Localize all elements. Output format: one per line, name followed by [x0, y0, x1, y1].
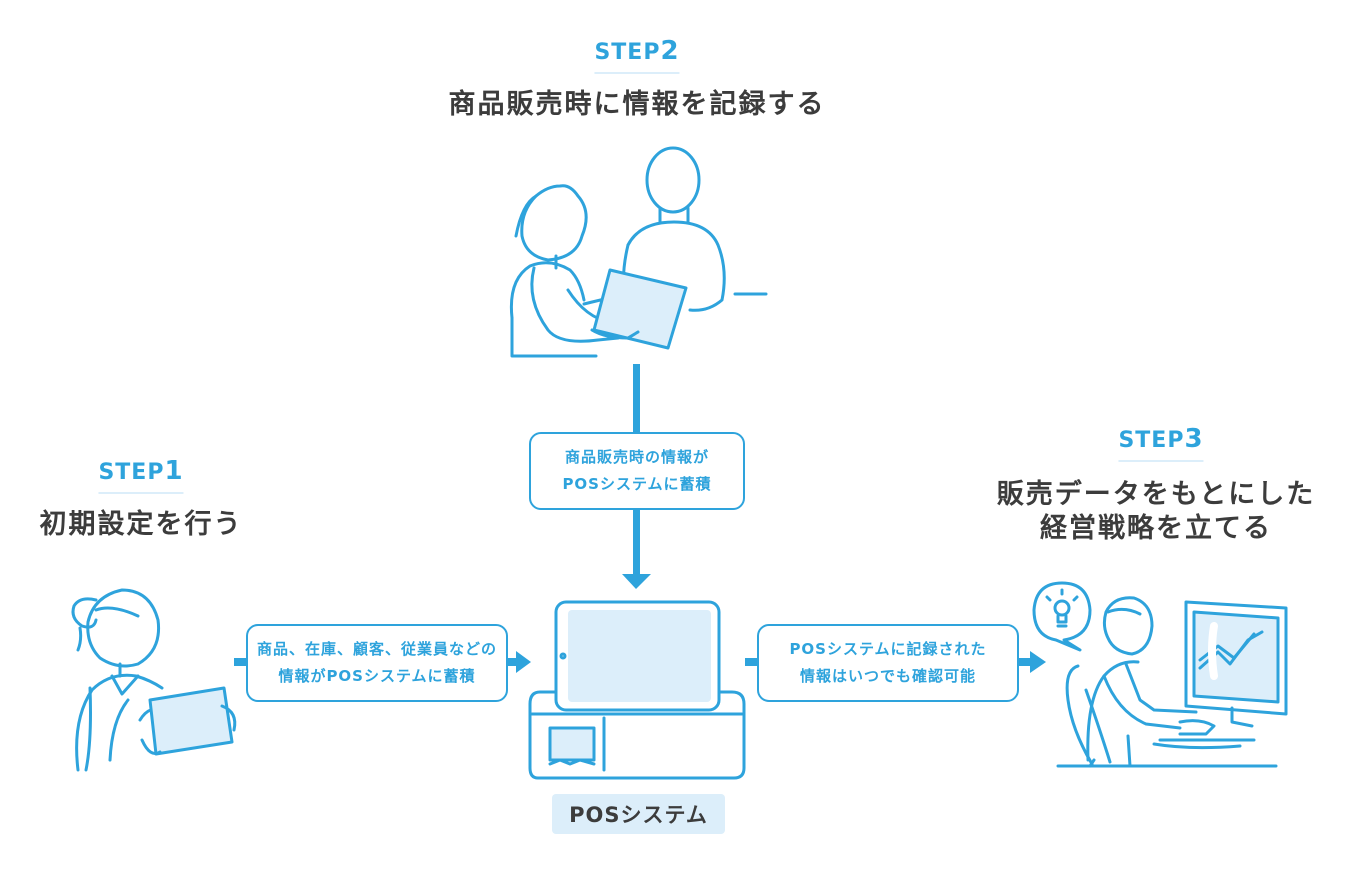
step3-heading-line1: 販売データをもとにした [996, 479, 1316, 510]
arrow-step3-head [1030, 651, 1046, 673]
step2-people-illustration [509, 146, 768, 358]
step3-heading: 販売データをもとにした 経営戦略を立てる [997, 478, 1315, 546]
arrow-step2-shaft-top [633, 364, 640, 434]
bubble-step2-line1: 商品販売時の情報が [564, 448, 709, 466]
arrow-step2-shaft-bottom [633, 510, 640, 576]
step1-woman-illustration [71, 588, 237, 772]
pos-terminal-illustration [528, 600, 746, 780]
step3-label: STEP3 [1118, 424, 1204, 462]
pos-system-label: POSシステム [552, 794, 725, 834]
step2-heading: 商品販売時に情報を記録する [448, 89, 826, 120]
arrow-step1-head [516, 651, 531, 673]
bubble-step2-line2: POSシステムに蓄積 [562, 475, 712, 493]
bubble-step1-info: 商品、在庫、顧客、従業員などの 情報がPOSシステムに蓄積 [246, 624, 508, 702]
bubble-step1-line2: 情報がPOSシステムに蓄積 [278, 667, 476, 685]
step1-label: STEP1 [98, 456, 184, 494]
bubble-step3-info: POSシステムに記録された 情報はいつでも確認可能 [757, 624, 1019, 702]
bubble-step2-info: 商品販売時の情報が POSシステムに蓄積 [529, 432, 745, 510]
arrow-step1-shaft-right [506, 658, 518, 666]
step1-heading: 初期設定を行う [39, 509, 243, 540]
bubble-step3-line1: POSシステムに記録された [789, 640, 987, 658]
flow-arrows [234, 364, 1046, 673]
step3-heading-line2: 経営戦略を立てる [1040, 513, 1272, 544]
step2-label: STEP2 [594, 36, 680, 74]
arrow-step2-head [622, 574, 651, 589]
arrow-step1-shaft-left [234, 658, 248, 666]
bubble-step1-line1: 商品、在庫、顧客、従業員などの [256, 640, 497, 658]
arrow-step3-shaft-right [1018, 658, 1032, 666]
arrow-step3-shaft-left [745, 658, 757, 666]
step3-man-illustration [1032, 581, 1288, 768]
bubble-step3-line2: 情報はいつでも確認可能 [799, 667, 976, 685]
